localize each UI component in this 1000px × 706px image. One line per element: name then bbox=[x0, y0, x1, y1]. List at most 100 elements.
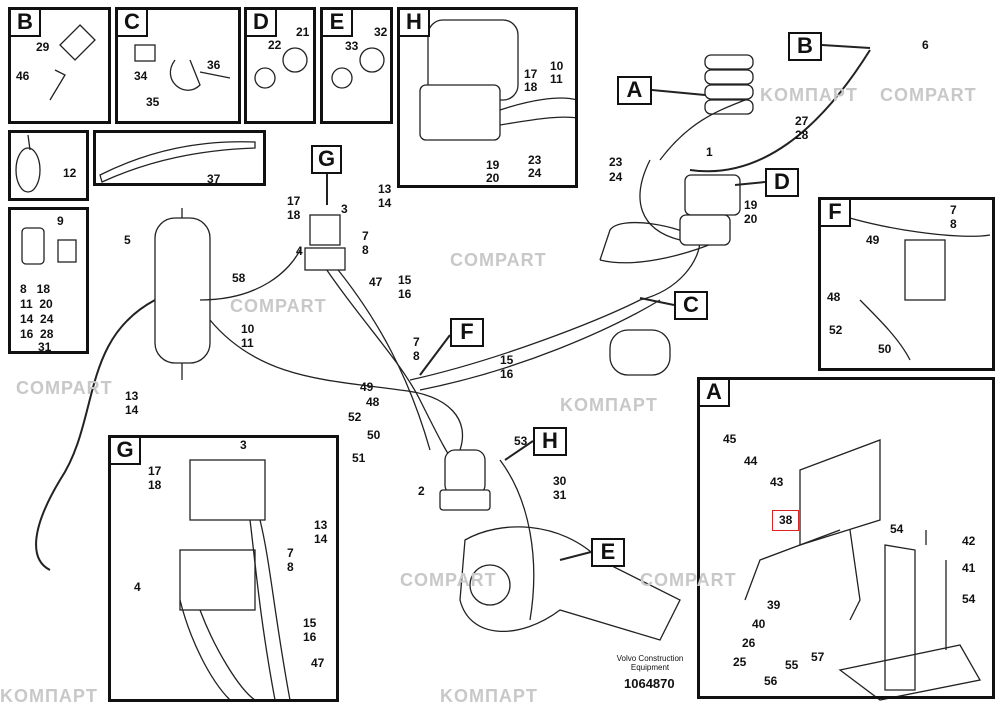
part-number: 16 bbox=[398, 287, 412, 301]
part-number: 49 bbox=[360, 380, 374, 394]
detail-panel-e: E bbox=[320, 7, 393, 124]
part-number-highlighted: 38 bbox=[772, 510, 800, 531]
part-number: 46 bbox=[16, 69, 30, 83]
part-number: 32 bbox=[374, 25, 388, 39]
part-number: 19 bbox=[744, 198, 758, 212]
part-number: 13 bbox=[378, 182, 392, 196]
panel-tag: C bbox=[118, 10, 148, 37]
part-number: 50 bbox=[878, 342, 892, 356]
manufacturer-line2: Equipment bbox=[630, 663, 670, 672]
part-number: 11 20 bbox=[20, 297, 53, 311]
part-number: 13 bbox=[314, 518, 328, 532]
part-number: 18 bbox=[287, 208, 301, 222]
part-number: 7 bbox=[287, 546, 294, 560]
part-number: 15 bbox=[303, 616, 317, 630]
part-number: 33 bbox=[345, 39, 359, 53]
part-number: 58 bbox=[232, 271, 246, 285]
part-number: 7 bbox=[413, 335, 420, 349]
part-number: 27 bbox=[795, 114, 809, 128]
part-number: 8 bbox=[413, 349, 420, 363]
part-number: 9 bbox=[57, 214, 64, 228]
part-number: 15 bbox=[398, 273, 412, 287]
document-number: 1064870 bbox=[624, 676, 675, 691]
part-number: 8 18 bbox=[20, 282, 51, 296]
callout-g[interactable]: G bbox=[311, 145, 342, 174]
part-number: 8 bbox=[950, 217, 957, 231]
valve bbox=[684, 174, 741, 216]
panel-tag: D bbox=[247, 10, 277, 37]
part-number: 2 bbox=[418, 484, 425, 498]
callout-e[interactable]: E bbox=[591, 538, 625, 567]
panel-tag: B bbox=[11, 10, 41, 37]
watermark: COMPART bbox=[450, 250, 547, 270]
part-number: 53 bbox=[514, 434, 528, 448]
detail-panel-c: C bbox=[115, 7, 241, 124]
part-number: 31 bbox=[38, 340, 52, 354]
part-number: 36 bbox=[207, 58, 221, 72]
watermark: KOMПAPT bbox=[760, 85, 858, 105]
part-number: 44 bbox=[744, 454, 758, 468]
part-number: 56 bbox=[764, 674, 778, 688]
part-number: 20 bbox=[744, 212, 758, 226]
callout-f[interactable]: F bbox=[450, 318, 484, 347]
part-number: 40 bbox=[752, 617, 766, 631]
part-number: 48 bbox=[366, 395, 380, 409]
part-number: 43 bbox=[770, 475, 784, 489]
part-number: 4 bbox=[296, 244, 303, 258]
part-number: 39 bbox=[767, 598, 781, 612]
detail-panel-f: F bbox=[818, 197, 995, 371]
part-number: 10 bbox=[241, 322, 255, 336]
part-number: 55 bbox=[785, 658, 799, 672]
detail-panel-clip bbox=[8, 207, 89, 354]
part-number: 26 bbox=[742, 636, 756, 650]
part-number: 50 bbox=[367, 428, 381, 442]
watermark: KOMПAPT bbox=[440, 686, 538, 706]
part-number: 14 bbox=[378, 196, 392, 210]
part-number: 17 bbox=[148, 464, 162, 478]
part-number: 5 bbox=[124, 233, 131, 247]
watermark: COMPART bbox=[400, 570, 497, 590]
part-number: 34 bbox=[134, 69, 148, 83]
part-number: 25 bbox=[733, 655, 747, 669]
part-number: 21 bbox=[296, 25, 310, 39]
part-number: 18 bbox=[524, 80, 538, 94]
part-number: 57 bbox=[811, 650, 825, 664]
panel-tag: H bbox=[400, 10, 430, 37]
part-number: 20 bbox=[486, 171, 500, 185]
callout-a[interactable]: A bbox=[617, 76, 652, 105]
detail-panel-d: D bbox=[244, 7, 316, 124]
part-number: 22 bbox=[268, 38, 282, 52]
part-number: 28 bbox=[795, 128, 809, 142]
callout-h[interactable]: H bbox=[533, 427, 567, 456]
part-number: 17 bbox=[287, 194, 301, 208]
part-number: 14 bbox=[314, 532, 328, 546]
part-number: 18 bbox=[148, 478, 162, 492]
part-number: 47 bbox=[311, 656, 325, 670]
part-number: 3 bbox=[240, 438, 247, 452]
part-number: 13 bbox=[125, 389, 139, 403]
callout-c[interactable]: C bbox=[674, 291, 708, 320]
part-number: 42 bbox=[962, 534, 976, 548]
part-number: 49 bbox=[866, 233, 880, 247]
part-number: 3 bbox=[341, 202, 348, 216]
detail-panel-h: H bbox=[397, 7, 578, 188]
callout-d[interactable]: D bbox=[765, 168, 799, 197]
manufacturer-line1: Volvo Construction bbox=[616, 654, 684, 663]
part-number: 10 bbox=[550, 59, 564, 73]
part-number: 4 bbox=[134, 580, 141, 594]
part-number: 11 bbox=[550, 72, 563, 86]
part-number: 16 bbox=[500, 367, 514, 381]
part-number: 6 bbox=[922, 38, 929, 52]
watermark: COMPART bbox=[880, 85, 977, 105]
part-number: 51 bbox=[352, 451, 366, 465]
detail-panel-protection-strip bbox=[93, 130, 266, 186]
part-number: 7 bbox=[950, 203, 957, 217]
callout-b[interactable]: B bbox=[788, 32, 822, 61]
detail-panel-a: A bbox=[697, 377, 995, 699]
part-number: 23 bbox=[528, 153, 542, 167]
detail-panel-g: G bbox=[108, 435, 339, 702]
part-number: 14 24 bbox=[20, 312, 54, 326]
detail-panel-b: B bbox=[8, 7, 111, 124]
